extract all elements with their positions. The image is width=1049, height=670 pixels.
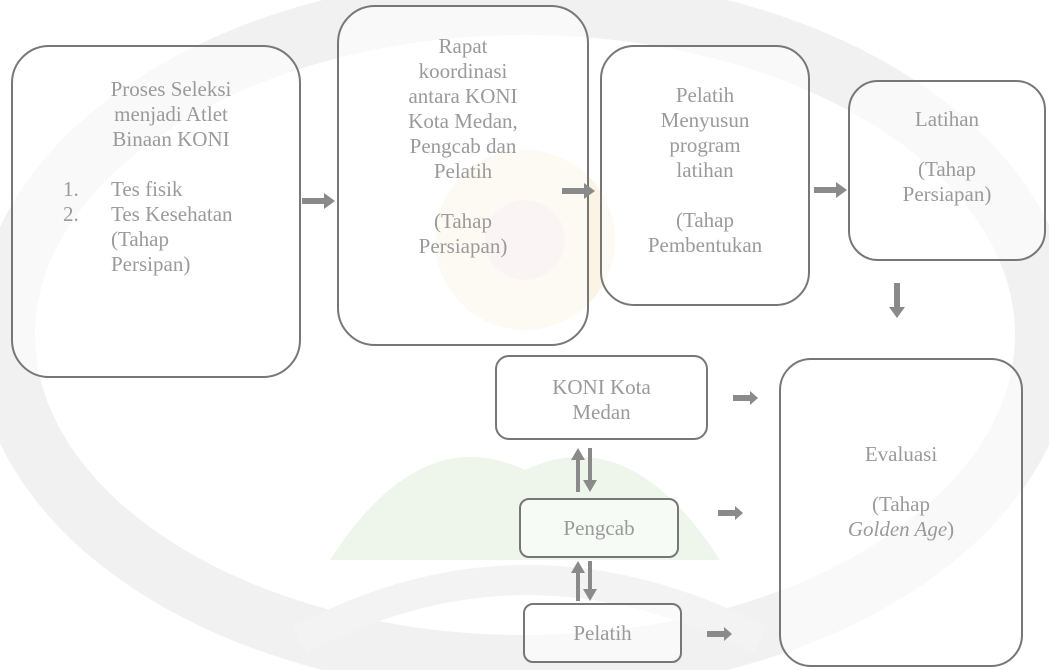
selection-title-line: Proses Seleksi bbox=[110, 77, 232, 101]
meeting-title-line: koordinasi bbox=[418, 59, 508, 83]
selection-title-line: Binaan KONI bbox=[112, 127, 230, 151]
selection-stage-line: Persipan) bbox=[111, 252, 191, 276]
meeting-title-line: Pengcab dan bbox=[409, 134, 517, 158]
pengcab-box: Pengcab bbox=[519, 498, 679, 558]
selection-title-line: menjadi Atlet bbox=[114, 102, 228, 126]
meeting-title-line: antara KONI bbox=[408, 84, 518, 108]
selection-stage-line: (Tahap bbox=[111, 227, 169, 251]
program-title-line: latihan bbox=[676, 158, 734, 182]
training-stage-line: Persiapan) bbox=[902, 182, 992, 206]
evaluation-stage-line: Golden Age) bbox=[787, 517, 1015, 542]
training-program-box: Pelatih Menyusun program latihan (Tahap … bbox=[600, 45, 810, 306]
right-arrow-icon bbox=[302, 192, 336, 210]
evaluation-stage-close: ) bbox=[947, 517, 955, 541]
program-stage-line: Pembentukan bbox=[647, 233, 763, 257]
selection-process-box: Proses Seleksi menjadi Atlet Binaan KONI… bbox=[11, 45, 301, 378]
koni-label-line: KONI Kota bbox=[552, 375, 651, 399]
training-box: Latihan (Tahap Persiapan) bbox=[848, 80, 1046, 261]
evaluation-stage-italic: Golden Age bbox=[847, 517, 948, 541]
list-item: 1. Tes fisik bbox=[63, 177, 289, 202]
up-down-arrows-icon bbox=[571, 448, 597, 492]
right-arrow-icon bbox=[562, 182, 596, 200]
training-stage-line: (Tahap bbox=[918, 157, 976, 181]
list-item: 2. Tes Kesehatan bbox=[63, 202, 289, 227]
meeting-title-line: Pelatih bbox=[433, 159, 493, 183]
meeting-stage-line: Persiapan) bbox=[418, 234, 508, 258]
coordination-meeting-box: Rapat koordinasi antara KONI Kota Medan,… bbox=[337, 5, 589, 346]
up-down-arrows-icon bbox=[571, 561, 597, 601]
list-item-text: Tes fisik bbox=[111, 177, 183, 201]
program-title-line: Pelatih bbox=[675, 83, 735, 107]
program-stage-line: (Tahap bbox=[676, 208, 734, 232]
evaluation-box: Evaluasi (Tahap Golden Age) bbox=[779, 358, 1023, 667]
right-arrow-icon bbox=[707, 627, 733, 641]
training-title: Latihan bbox=[914, 107, 980, 131]
selection-title: Proses Seleksi menjadi Atlet Binaan KONI bbox=[53, 77, 289, 152]
list-item-number: 2. bbox=[63, 202, 79, 226]
meeting-title-line: Kota Medan, bbox=[408, 109, 518, 133]
list-item-number: 1. bbox=[63, 177, 79, 201]
program-title-line: Menyusun bbox=[660, 108, 750, 132]
list-item-text: Tes Kesehatan bbox=[111, 202, 233, 226]
down-arrow-icon bbox=[888, 283, 906, 319]
right-arrow-icon bbox=[733, 391, 759, 405]
selection-test-list: 1. Tes fisik 2. Tes Kesehatan bbox=[63, 177, 289, 227]
evaluation-stage-open: (Tahap bbox=[872, 492, 930, 516]
koni-label-line: Medan bbox=[572, 400, 631, 424]
koni-box: KONI Kota Medan bbox=[495, 355, 708, 440]
meeting-title-line: Rapat bbox=[438, 34, 488, 58]
pelatih-label: Pelatih bbox=[573, 621, 632, 645]
pelatih-box: Pelatih bbox=[523, 603, 682, 663]
selection-stage: (Tahap Persipan) bbox=[53, 227, 289, 277]
program-title-line: program bbox=[669, 133, 741, 157]
right-arrow-icon bbox=[814, 181, 848, 199]
meeting-stage-line: (Tahap bbox=[434, 209, 492, 233]
pengcab-label: Pengcab bbox=[563, 516, 635, 540]
right-arrow-icon bbox=[718, 506, 744, 520]
evaluation-title: Evaluasi bbox=[864, 442, 938, 466]
